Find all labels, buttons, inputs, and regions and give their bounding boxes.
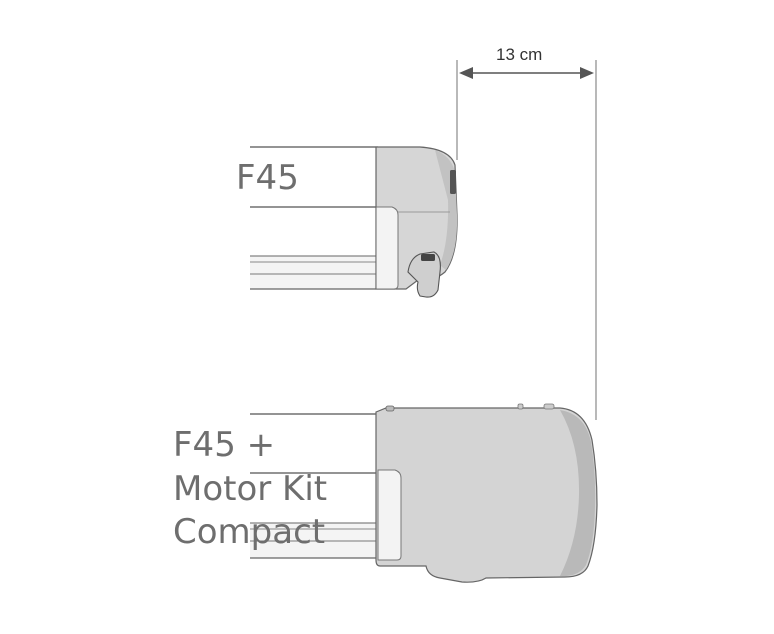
f45-label: F45 bbox=[236, 158, 299, 198]
motor-inner-bracket bbox=[377, 469, 402, 561]
motor-housing-shade bbox=[560, 410, 596, 576]
f45-inner-bracket bbox=[375, 206, 399, 290]
motor-kit-label-line-1: F45 + bbox=[173, 425, 276, 465]
motor-kit-label-line-3: Compact bbox=[173, 512, 326, 552]
f45-cap-slot bbox=[450, 170, 456, 194]
f45-crank-dark-part bbox=[421, 254, 435, 261]
dimension-arrowhead-left bbox=[459, 67, 473, 79]
motor-top-knob-2 bbox=[517, 403, 524, 410]
f45-crank-attachment bbox=[407, 251, 441, 298]
motor-top-knob-3 bbox=[543, 403, 555, 410]
dimension-arrowhead-right bbox=[580, 67, 594, 79]
motor-kit-label-line-2: Motor Kit bbox=[173, 469, 328, 509]
f45-rail-profile bbox=[250, 256, 378, 289]
dimension-label: 13 cm bbox=[496, 45, 543, 64]
f45-awning bbox=[250, 146, 458, 298]
dimension-indicator bbox=[456, 60, 597, 420]
f45-motor-kit-awning bbox=[250, 403, 598, 583]
motor-housing bbox=[375, 407, 598, 583]
motor-top-knob-1 bbox=[385, 405, 395, 412]
